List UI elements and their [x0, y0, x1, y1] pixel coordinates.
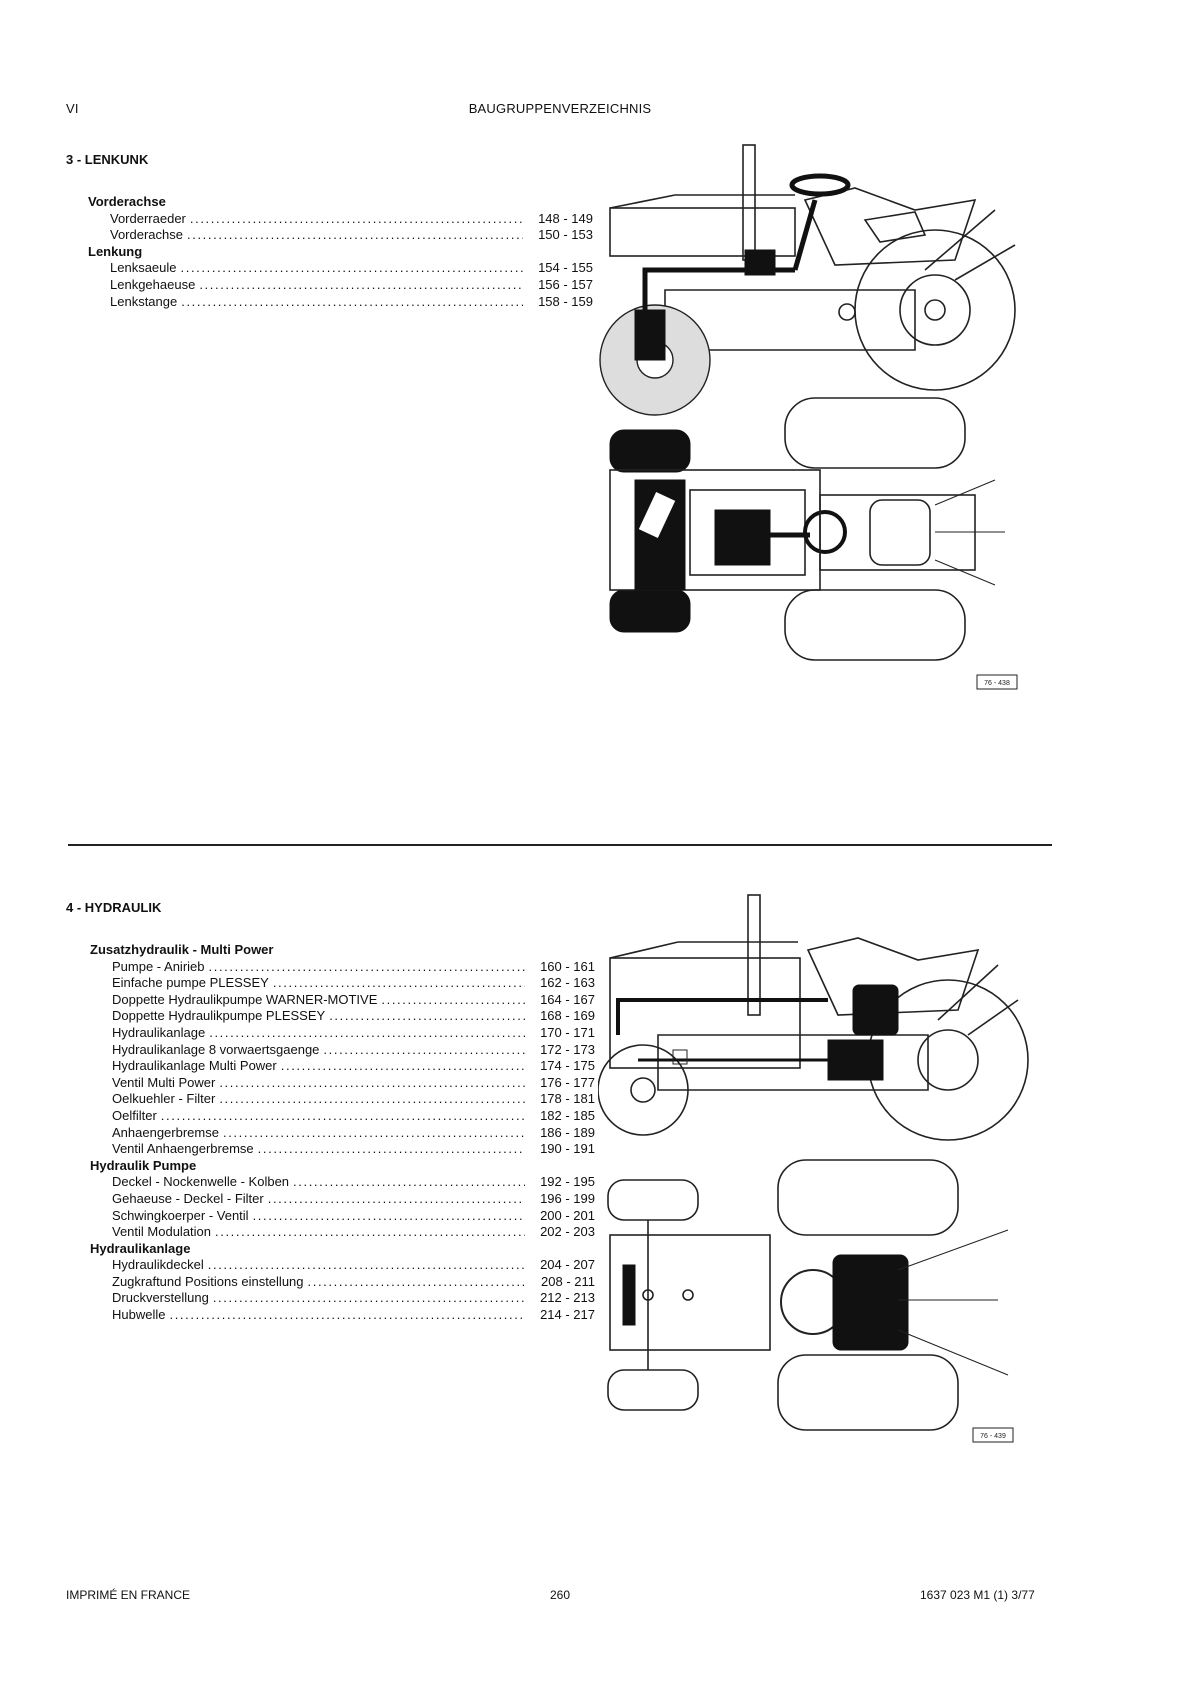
index-entry: Pumpe - Anirieb160 - 161 — [90, 959, 595, 976]
index-entry: Doppette Hydraulikpumpe PLESSEY168 - 169 — [90, 1008, 595, 1025]
index-entry: Ventil Multi Power176 - 177 — [90, 1075, 595, 1092]
group-heading: Hydraulikanlage — [90, 1240, 191, 1256]
group-heading: Lenkung — [88, 243, 143, 259]
page-title: BAUGRUPPENVERZEICHNIS — [468, 101, 652, 116]
index-entry: Druckverstellung212 - 213 — [90, 1290, 595, 1307]
section-3-title: 3 - LENKUNK — [66, 152, 149, 167]
index-entry: Hydraulikanlage170 - 171 — [90, 1025, 595, 1042]
index-entry: Lenkstange158 - 159 — [88, 294, 593, 311]
tractor-side-view — [598, 894, 1029, 1141]
document-code: 1637 023 M1 (1) 3/77 — [920, 1588, 1035, 1602]
index-entry: Oelkuehler - Filter178 - 181 — [90, 1091, 595, 1108]
index-entry: Hydraulikdeckel204 - 207 — [90, 1257, 595, 1274]
steering-diagram: 76 - 438 — [599, 144, 1018, 690]
index-entry: Ventil Anhaengerbremse190 - 191 — [90, 1141, 595, 1158]
index-entry: Anhaengerbremse186 - 189 — [90, 1125, 595, 1142]
index-entry: Gehaeuse - Deckel - Filter196 - 199 — [90, 1191, 595, 1208]
tractor-side-view — [599, 144, 1016, 416]
index-entry: Ventil Modulation202 - 203 — [90, 1224, 595, 1241]
tractor-top-view — [607, 1159, 1009, 1431]
figure-ref-3: 76 - 438 — [984, 680, 1010, 687]
tractor-top-view — [609, 397, 1005, 661]
index-entry: Zugkraftund Positions einstellung208 - 2… — [90, 1274, 595, 1291]
index-entry: Deckel - Nockenwelle - Kolben192 - 195 — [90, 1174, 595, 1191]
index-entry: Doppette Hydraulikpumpe WARNER-MOTIVE164… — [90, 992, 595, 1009]
index-entry: Lenksaeule154 - 155 — [88, 260, 593, 277]
figure-ref-4: 76 - 439 — [980, 1433, 1006, 1440]
index-entry: Hubwelle214 - 217 — [90, 1307, 595, 1324]
index-entry: Oelfilter182 - 185 — [90, 1108, 595, 1125]
index-entry: Einfache pumpe PLESSEY162 - 163 — [90, 975, 595, 992]
index-entry: Lenkgehaeuse156 - 157 — [88, 277, 593, 294]
section-4-title: 4 - HYDRAULIK — [66, 900, 162, 915]
index-entry: Vorderraeder148 - 149 — [88, 211, 593, 228]
index-entry: Hydraulikanlage Multi Power174 - 175 — [90, 1058, 595, 1075]
group-heading: Zusatzhydraulik - Multi Power — [90, 942, 274, 957]
page-number: 260 — [549, 1588, 571, 1602]
page-label: VI — [66, 101, 79, 116]
group-heading: Vorderachse — [88, 194, 166, 209]
section-4-index: Zusatzhydraulik - Multi Power Pumpe - An… — [90, 942, 595, 1324]
hydraulic-diagram: 76 - 439 — [598, 894, 1029, 1443]
section-3-index: Vorderachse Vorderraeder148 - 149 Vorder… — [88, 194, 593, 310]
index-entry: Hydraulikanlage 8 vorwaertsgaenge172 - 1… — [90, 1042, 595, 1059]
index-entry: Vorderachse150 - 153 — [88, 227, 593, 244]
footer-imprint: IMPRIMÉ EN FRANCE — [66, 1588, 191, 1602]
group-heading: Hydraulik Pumpe — [90, 1157, 197, 1173]
section-divider — [68, 844, 1052, 846]
index-entry: Schwingkoerper - Ventil200 - 201 — [90, 1208, 595, 1225]
